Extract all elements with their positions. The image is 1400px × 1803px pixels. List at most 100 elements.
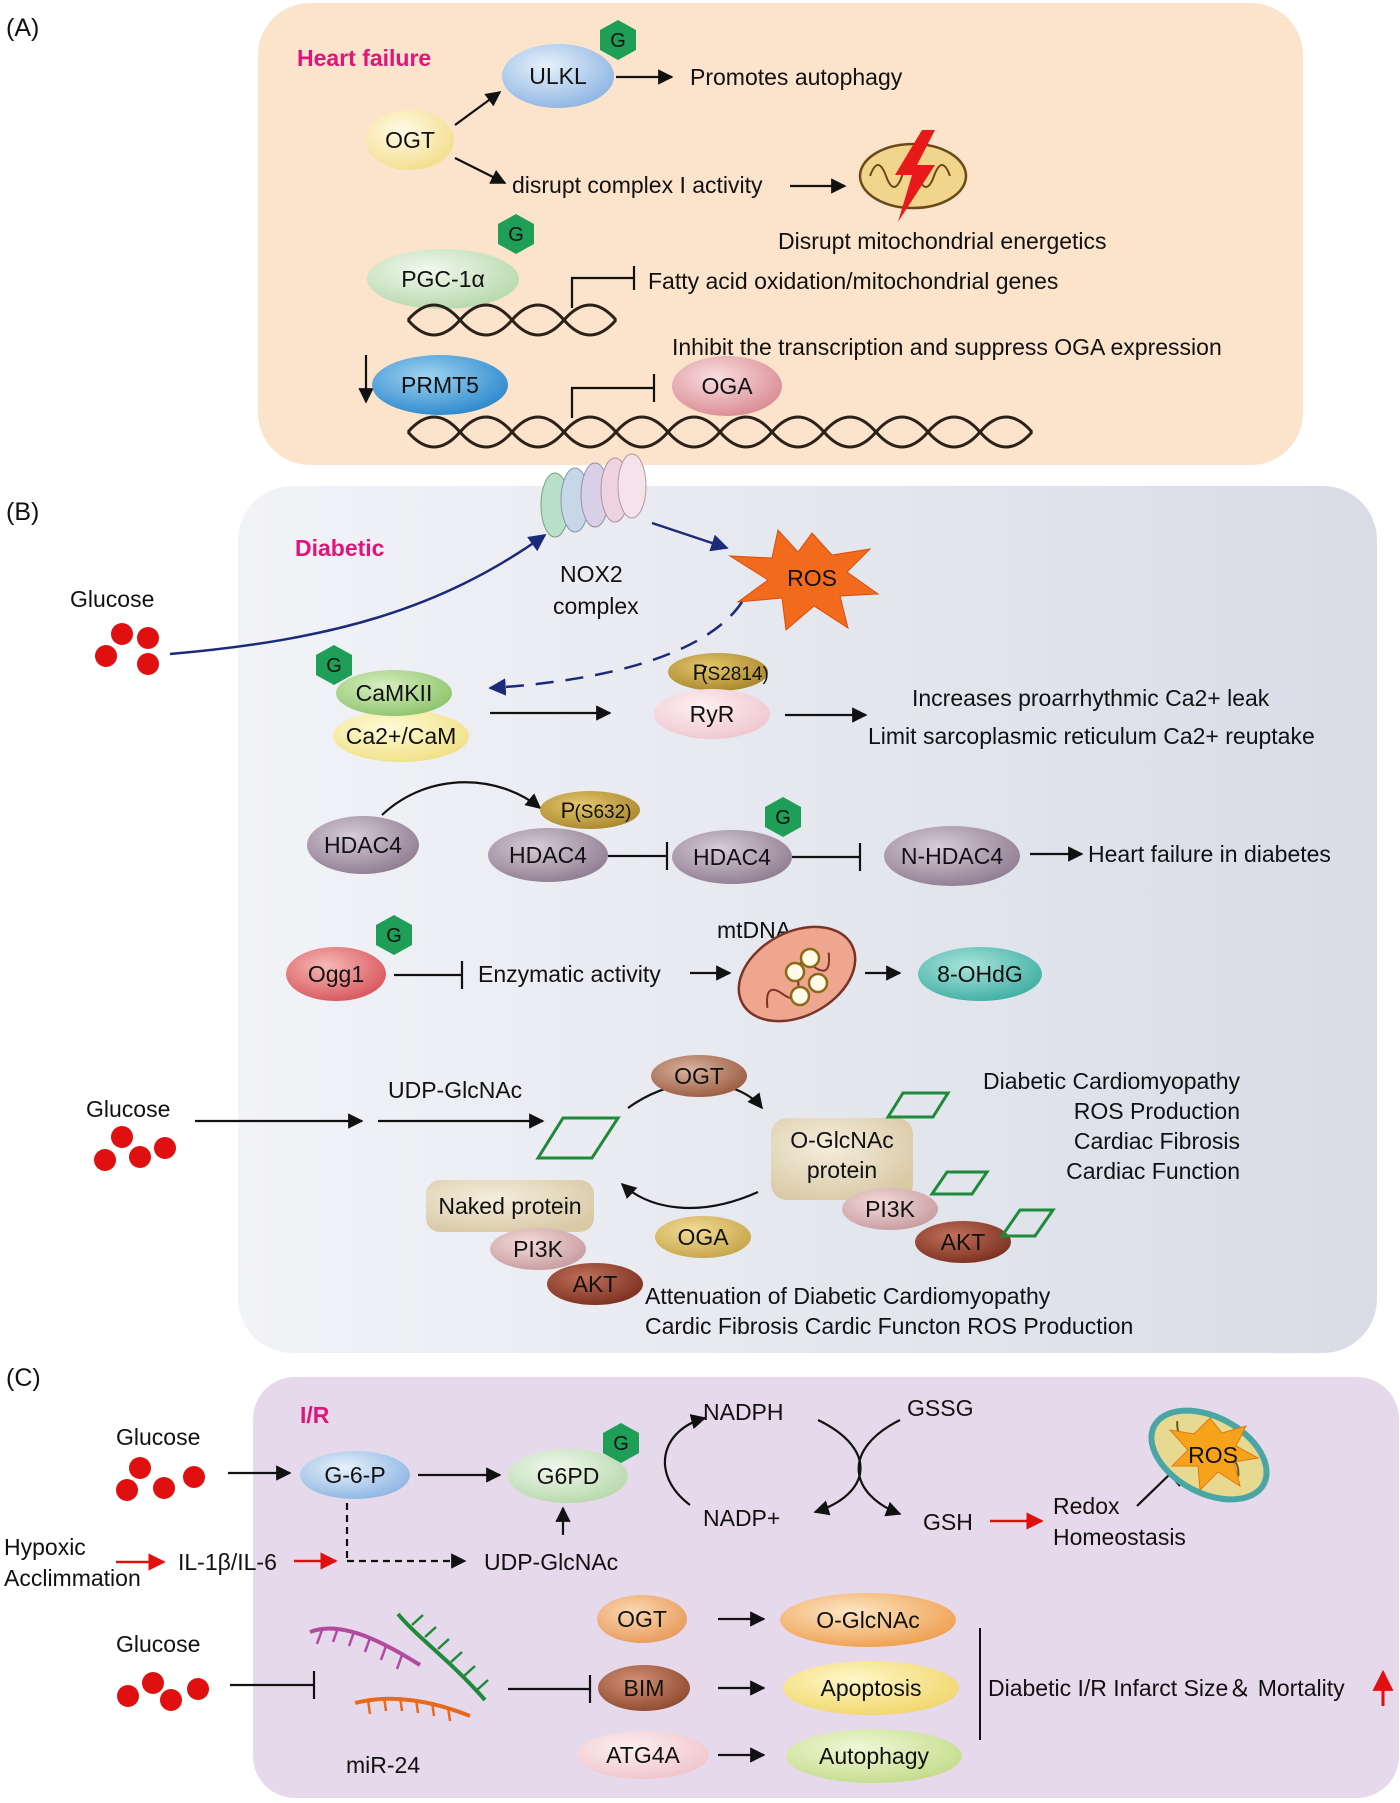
ros-label: ROS xyxy=(787,565,837,591)
ryr-label: RyR xyxy=(690,701,735,727)
ca-cam-label: Ca2+/CaM xyxy=(346,723,457,749)
nadp-label: NADP+ xyxy=(703,1505,780,1531)
gsh-label: GSH xyxy=(923,1509,973,1535)
mitochondrion-ros-icon xyxy=(1148,1407,1270,1503)
glcnac-sugar-icon xyxy=(535,1116,621,1160)
disrupt-complex-text: disrupt complex I activity xyxy=(512,172,763,198)
glucose-dots-c2 xyxy=(117,1672,209,1711)
arrow-to-nadph xyxy=(663,1414,707,1506)
panel-b: (B) Diabetic Glucose NOX2 complex ROS Ca… xyxy=(6,453,1377,1353)
hdac4-node-1 xyxy=(307,816,419,874)
attenuation-text-2: Cardic Fibrosis Cardic Functon ROS Produ… xyxy=(645,1313,1133,1339)
nox2-label-line2: complex xyxy=(553,593,639,619)
disrupt-mito-text: Disrupt mitochondrial energetics xyxy=(778,228,1107,254)
oga-label-b: OGA xyxy=(677,1224,729,1250)
ulkl-label: ULKL xyxy=(529,63,587,89)
g-hexagon-g6pd: G xyxy=(603,1423,639,1463)
udp-glcnac-label: UDP-GlcNAc xyxy=(388,1077,522,1103)
ogt-label-b: OGT xyxy=(674,1063,724,1089)
ogt-node xyxy=(366,110,454,170)
panel-a: (A) Heart failure OGT ULKL G Promotes au… xyxy=(6,3,1303,465)
g6p-label: G-6-P xyxy=(324,1462,385,1488)
outcome-text-1: Diabetic Cardiomyopathy xyxy=(983,1068,1240,1094)
nox2-label-line1: NOX2 xyxy=(560,561,623,587)
g6p-node xyxy=(300,1451,410,1499)
autophagy-node xyxy=(786,1729,962,1783)
attenuation-text-1: Attenuation of Diabetic Cardiomyopathy xyxy=(645,1283,1051,1309)
p-s2814-site: (S2814) xyxy=(701,664,769,685)
glcnac-sugar-icon xyxy=(885,1091,951,1119)
ca-cam-node xyxy=(333,710,469,762)
oglcnac-label-c: O-GlcNAc xyxy=(816,1607,920,1633)
inhibit-transcription-text: Inhibit the transcription and suppress O… xyxy=(672,334,1222,360)
ogt-label-c: OGT xyxy=(617,1606,667,1632)
g-hexagon-ulkl: G xyxy=(600,20,636,60)
oglcnac-protein-box xyxy=(771,1118,913,1200)
hdac4-label-2: HDAC4 xyxy=(509,842,587,868)
enzymatic-activity-text: Enzymatic activity xyxy=(478,961,661,987)
akt-label-right: AKT xyxy=(941,1229,986,1255)
prmt5-label: PRMT5 xyxy=(401,372,479,398)
outcome-text-2: ROS Production xyxy=(1074,1098,1240,1124)
p-s2814-node xyxy=(668,653,768,691)
il-label: IL-1β/IL-6 xyxy=(178,1549,277,1575)
bim-node xyxy=(598,1665,690,1711)
redox-label-1: Redox xyxy=(1053,1493,1120,1519)
mirna-strands-icon xyxy=(309,1612,489,1722)
camkii-label: CaMKII xyxy=(356,680,433,706)
redox-label-2: Homeostasis xyxy=(1053,1524,1186,1550)
panel-c-letter: (C) xyxy=(6,1364,41,1392)
pi3k-node-right xyxy=(842,1188,938,1230)
hypoxic-label-2: Acclimmation xyxy=(4,1565,141,1591)
g-label: G xyxy=(613,1433,629,1455)
glucose-label-c2: Glucose xyxy=(116,1631,200,1657)
apoptosis-node xyxy=(783,1661,959,1715)
p-s632-site: (S632) xyxy=(574,802,631,823)
g-hexagon-pgc: G xyxy=(498,214,534,254)
p-s632-letter: P xyxy=(561,798,576,823)
inhibit-ros-line xyxy=(1136,1473,1171,1507)
panel-b-letter: (B) xyxy=(6,498,39,526)
pi3k-node-left xyxy=(490,1228,586,1270)
mitochondrion-icon xyxy=(858,130,968,222)
pi3k-label-right: PI3K xyxy=(865,1196,916,1222)
glucose-label-c1: Glucose xyxy=(116,1424,200,1450)
glucose-dots-1 xyxy=(95,623,159,675)
akt-node-left xyxy=(547,1263,643,1305)
akt-label-left: AKT xyxy=(573,1271,618,1297)
ulkl-node xyxy=(502,44,614,108)
panel-a-title: Heart failure xyxy=(297,45,431,71)
glucose-label-2: Glucose xyxy=(86,1096,170,1122)
nox2-complex-icon xyxy=(540,453,647,538)
autophagy-label: Autophagy xyxy=(819,1743,929,1769)
ogt-node-b xyxy=(651,1055,747,1097)
dashed-arrow-ros-camkii xyxy=(488,601,744,696)
p-s632-node xyxy=(540,791,640,829)
oga-node-b xyxy=(655,1216,751,1258)
naked-protein-label: Naked protein xyxy=(438,1193,581,1219)
bim-label: BIM xyxy=(624,1675,665,1701)
arrow-gssg-gsh xyxy=(857,1419,902,1517)
n-hdac4-node xyxy=(884,826,1020,886)
g-hexagon-hdac4: G xyxy=(765,797,801,837)
arrow-glucose-nox2 xyxy=(169,533,547,656)
ohdg-label: 8-OHdG xyxy=(937,961,1023,987)
arrow-nadph-nadp xyxy=(813,1419,862,1516)
glucose-dots-c1 xyxy=(116,1457,205,1501)
glcnac-sugar-icon xyxy=(999,1208,1056,1238)
dna-helix-1 xyxy=(406,303,618,337)
ogg1-node xyxy=(286,947,386,1001)
g-label: G xyxy=(610,30,626,52)
fatty-acid-text: Fatty acid oxidation/mitochondrial genes xyxy=(648,268,1058,294)
ohdg-node xyxy=(918,947,1042,1001)
ogt-node-c xyxy=(597,1595,687,1643)
p-s2814-letter: P xyxy=(693,660,708,685)
akt-node-right xyxy=(915,1221,1011,1263)
hdac4-node-2 xyxy=(488,828,608,882)
arrow-ogt-complex xyxy=(454,157,507,184)
hdac4-node-3 xyxy=(672,830,792,884)
ryr-effect-1: Increases proarrhythmic Ca2+ leak xyxy=(912,685,1270,711)
ros-label-c: ROS xyxy=(1188,1442,1238,1468)
pgc1a-node xyxy=(367,249,519,309)
